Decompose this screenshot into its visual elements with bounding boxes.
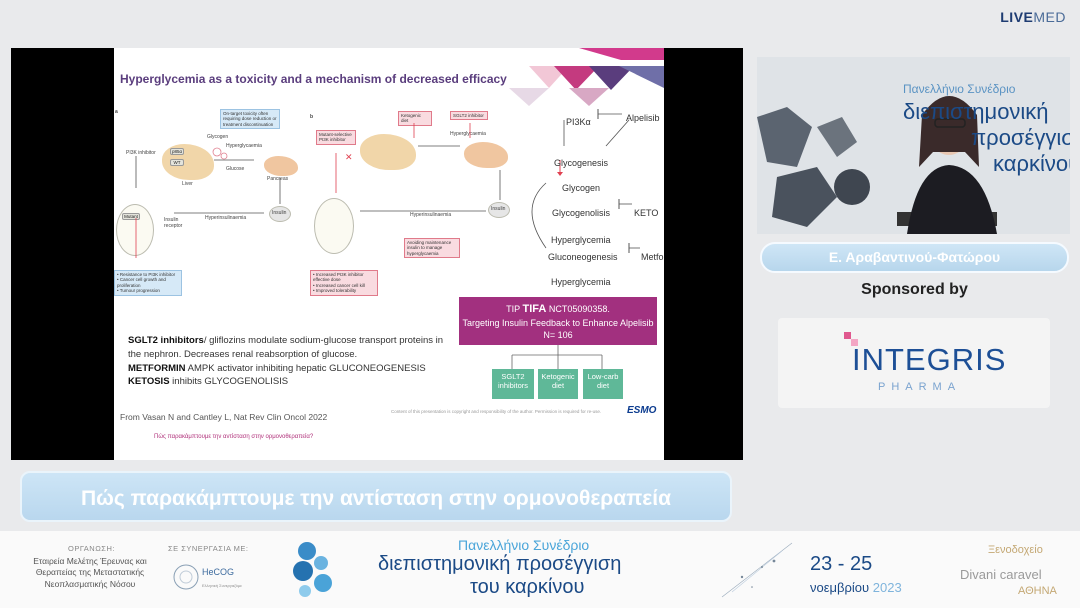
speaker-name: Ε. Αραβαντινού-Φατώρου: [760, 242, 1069, 273]
pathway-arrows: [531, 109, 640, 253]
integris-wordmark: INTEGRIS: [852, 342, 1007, 377]
glycogen-pathway-label: Glycogen: [562, 183, 601, 193]
conference-line-3: του καρκίνου: [470, 576, 585, 598]
cancer-cell-b: [314, 198, 354, 254]
esmo-logo: ESMO: [627, 405, 657, 416]
panel-b-arrows: ✕: [335, 123, 501, 212]
presentation-video[interactable]: Hyperglycemia as a toxicity and a mechan…: [11, 48, 743, 460]
slide: Hyperglycemia as a toxicity and a mechan…: [114, 48, 664, 460]
pi3k-label: PI3Kα: [566, 117, 591, 127]
hecog-logo: HeCOG Ελληνική Συνεργαζόμενη: [173, 564, 242, 590]
insulin-label-b: Insulin: [491, 206, 506, 212]
hotel-city: ΑΘΗΝΑ: [1018, 585, 1057, 597]
slide-title: Hyperglycemia as a toxicity and a mechan…: [120, 72, 507, 86]
panel-a-arrows: [135, 147, 281, 258]
hotel-label: Ξενοδοχείο: [988, 544, 1043, 556]
pancreas-drawing-b: [464, 142, 508, 168]
glycogenolisis-label: Glycogenolisis: [552, 208, 611, 218]
decorative-triangles: [509, 48, 664, 106]
integris-mark-icon: [844, 332, 858, 346]
session-title-banner: Πώς παρακάμπτουμε την αντίσταση στην ορμ…: [20, 471, 732, 522]
pancreas-label: Pancreas: [267, 176, 289, 182]
speaker-video[interactable]: Πανελλήνιο Συνέδριο διεπιστημονική προσέ…: [757, 57, 1070, 234]
sponsor-logo-card: INTEGRIS PHARMA: [778, 318, 1050, 408]
outcomes-a-box: • Resistance to PI3K inhibitor • Cancer …: [114, 270, 182, 296]
cancer-cell-a: [116, 204, 154, 256]
conference-molecule-art: [293, 542, 332, 597]
on-target-box: On-target toxicity often requiring dose …: [220, 109, 280, 130]
pi3k-inhibitor-label: PI3K inhibitor: [126, 150, 156, 156]
hyperglycemia-label-1: Hyperglycemia: [551, 235, 611, 245]
mutant-chip-a: Mutant: [122, 213, 140, 220]
insulin-label-a: Insulin: [272, 210, 287, 216]
sponsored-by-label: Sponsored by: [861, 281, 968, 298]
glucose-label: Glucose: [226, 166, 245, 172]
mutant-selective-box: Mutant-selective PI3K inhibitor: [316, 130, 356, 145]
avoiding-insulin-box: Avoiding maintenance insulin to manage h…: [404, 238, 460, 259]
hyperglycaemia-label-b: Hyperglycaemia: [450, 131, 486, 137]
speaker-backdrop: [757, 57, 1070, 234]
decorative-sparkle: [721, 542, 793, 598]
livemed-logo: LIVEMED: [1000, 9, 1066, 25]
alpelisib-label: Alpelisib: [626, 113, 660, 123]
pancreas-drawing: [264, 156, 298, 176]
ketogenic-diet-box: Ketogenic diet: [398, 111, 432, 126]
glycogenesis-label: Glycogenesis: [554, 158, 609, 168]
citation: From Vasan N and Cantley L, Nat Rev Clin…: [120, 412, 328, 422]
insulin-node-a: [269, 206, 291, 222]
liver-label: Liver: [182, 181, 193, 187]
hotel-name: Divani caravel: [960, 567, 1042, 582]
liver-drawing-b: [360, 134, 416, 170]
p85-chip: p85α: [170, 148, 184, 155]
gluconeogenesis-label: Gluconeogenesis: [548, 252, 618, 262]
pharma-wordmark: PHARMA: [878, 381, 962, 393]
wt-chip: WT: [170, 159, 184, 166]
slide-question: Πώς παρακάμπτουμε την αντίσταση στην ορμ…: [154, 434, 314, 440]
insulin-node-b: [488, 202, 510, 218]
hyperinsulinaemia-label-b: Hyperinsulinaemia: [410, 212, 452, 218]
metformin-label: Metfo: [641, 252, 664, 262]
sglt2-inhibitor-box: SGLT2 inhibitor: [450, 111, 488, 121]
panel-a-label: a: [115, 109, 118, 115]
conference-line-1: Πανελλήνιο Συνέδριο: [458, 537, 590, 553]
backdrop-text-4: καρκίνου: [993, 151, 1070, 176]
keto-label: KETO: [634, 208, 659, 218]
conference-line-2: διεπιστημονική προσέγγιση: [378, 553, 622, 575]
glycogen-label: Glycogen: [207, 134, 229, 140]
svg-text:HeCOG: HeCOG: [202, 567, 234, 577]
tip-tifa-box: TIP TIFA NCT05090358. Targeting Insulin …: [459, 297, 657, 345]
svg-text:Ελληνική Συνεργαζόμενη: Ελληνική Συνεργαζόμενη: [202, 583, 242, 588]
backdrop-text-3: προσέγγιση του: [971, 125, 1070, 150]
outcomes-b-box: • Increased PI3K inhibitor effective dos…: [310, 270, 378, 296]
trial-arms-connectors: [511, 345, 603, 369]
copyright-note: Content of this presentation is copyrigh…: [391, 409, 602, 414]
insulin-receptor-label: Insulin receptor: [164, 217, 183, 229]
hyperinsulinaemia-label-a: Hyperinsulinaemia: [205, 215, 247, 221]
org-label: ΟΡΓΑΝΩΣΗ:: [68, 544, 115, 553]
collab-label: ΣΕ ΣΥΝΕΡΓΑΣΙΑ ΜΕ:: [168, 544, 249, 553]
backdrop-text-2: διεπιστημονική: [903, 99, 1049, 124]
hyperglycaemia-label-a: Hyperglycaemia: [226, 143, 262, 149]
panel-b-label: b: [310, 114, 314, 120]
conference-month-year: νοεμβρίου 2023: [810, 580, 902, 595]
conference-footer: ΟΡΓΑΝΩΣΗ: Εταιρεία Μελέτης Έρευνας και Θ…: [0, 531, 1080, 608]
svg-text:✕: ✕: [345, 153, 353, 163]
slide-body-text: SGLT2 inhibitors/ gliflozins modulate so…: [128, 335, 444, 388]
organizer-name: Εταιρεία Μελέτης Έρευνας και Θεραπείας τ…: [33, 556, 147, 589]
backdrop-text-1: Πανελλήνιο Συνέδριο: [903, 82, 1016, 96]
hyperglycemia-label-2: Hyperglycemia: [551, 277, 611, 287]
conference-dates: 23 - 25: [810, 553, 873, 575]
